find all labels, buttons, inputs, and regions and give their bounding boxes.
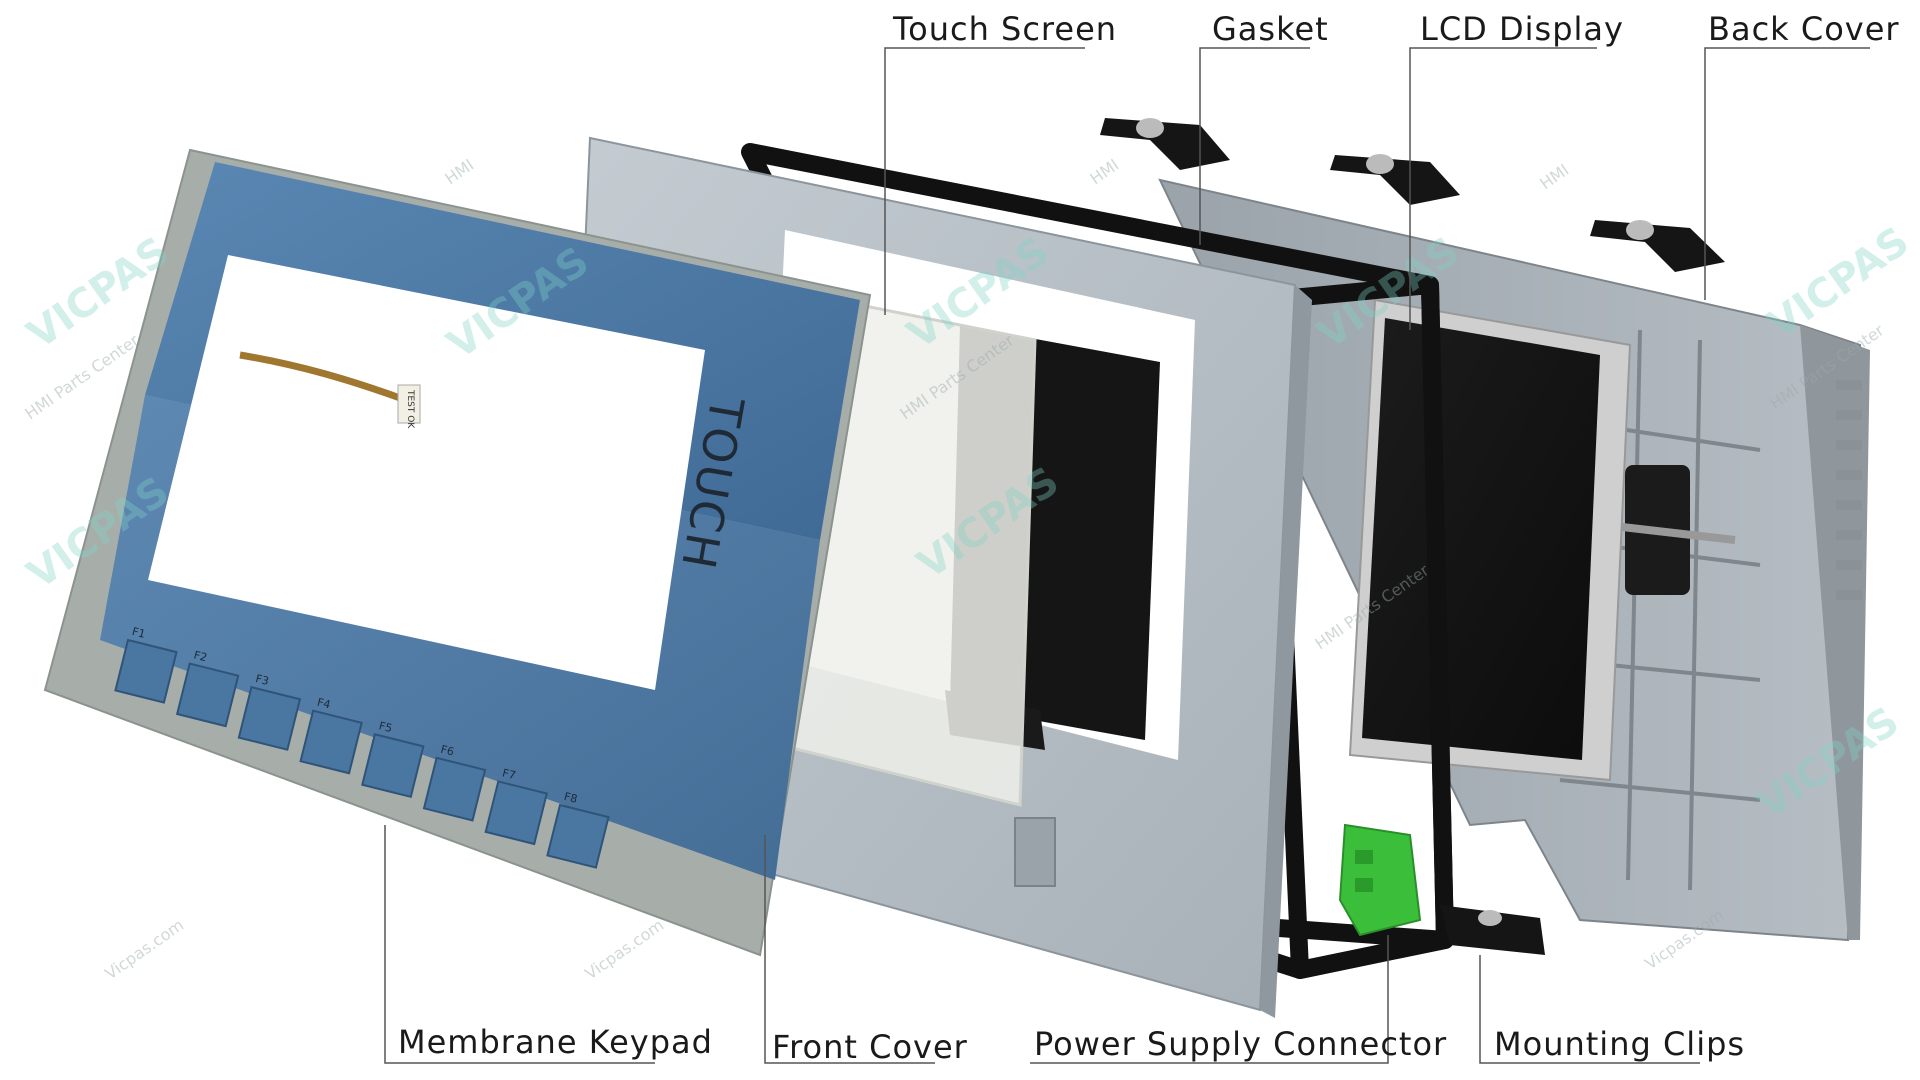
- function-key-label: F2: [192, 649, 208, 665]
- function-key-label: F5: [378, 719, 394, 735]
- leader-back-cover: [1704, 47, 1870, 300]
- front-cover-slot: [1014, 817, 1056, 887]
- function-key: [546, 803, 610, 869]
- watermark-hmi: HMI: [1536, 160, 1572, 193]
- function-key-label: F8: [563, 790, 579, 806]
- function-key-label: F4: [316, 696, 332, 712]
- mounting-clips-top: [1100, 118, 1725, 272]
- label-power-supply-connector: Power Supply Connector: [1034, 1025, 1447, 1063]
- function-key-label: F1: [131, 625, 147, 641]
- watermark-site: Vicpas.com: [581, 915, 667, 983]
- function-key-label: F7: [501, 766, 517, 782]
- back-cover-ribs: [1559, 329, 1761, 891]
- mounting-clip-2: [1330, 154, 1460, 205]
- touch-tail-cable: [239, 351, 402, 402]
- function-key: [299, 709, 363, 775]
- leader-lines: [384, 47, 1870, 1064]
- function-key: [175, 662, 240, 728]
- callout-labels: Touch Screen Gasket LCD Display Back Cov…: [398, 10, 1900, 1066]
- label-mounting-clips: Mounting Clips: [1494, 1025, 1745, 1063]
- leader-membrane-keypad: [384, 825, 655, 1064]
- leader-lcd-display: [1409, 47, 1597, 330]
- leader-touch-screen: [884, 47, 1085, 315]
- label-membrane-keypad: Membrane Keypad: [398, 1023, 713, 1061]
- function-key: [237, 685, 302, 751]
- function-key-label: F6: [439, 743, 455, 759]
- label-touch-screen: Touch Screen: [892, 10, 1117, 48]
- function-key: [484, 780, 549, 846]
- back-cover-fins: [1836, 380, 1862, 600]
- watermark-hmi: HMI: [441, 155, 477, 188]
- label-lcd-display: LCD Display: [1420, 10, 1624, 48]
- label-front-cover: Front Cover: [772, 1028, 968, 1066]
- function-key: [114, 638, 178, 704]
- watermark-brand: VICPAS: [1759, 218, 1917, 348]
- function-key: [361, 733, 425, 799]
- mounting-clip-3: [1590, 220, 1725, 272]
- watermark-hmi: HMI: [1086, 155, 1122, 188]
- function-key-label: F3: [254, 672, 270, 688]
- label-gasket: Gasket: [1212, 10, 1329, 48]
- power-supply-connector-part: [1338, 823, 1422, 937]
- touch-tail-label: TEST OK: [405, 389, 415, 429]
- mounting-clip-1: [1100, 118, 1230, 170]
- leader-gasket: [1199, 47, 1310, 245]
- watermark-site: Vicpas.com: [101, 915, 187, 983]
- leader-power-supply-connector: [1030, 935, 1389, 1064]
- leader-mounting-clips: [1479, 955, 1700, 1064]
- mounting-clip-loose: [1440, 905, 1545, 955]
- label-back-cover: Back Cover: [1708, 10, 1900, 48]
- lcd-display-part: [1348, 298, 1632, 782]
- back-cover-mounted-clip: [1604, 465, 1736, 595]
- function-key: [422, 756, 487, 822]
- leader-front-cover: [764, 835, 935, 1064]
